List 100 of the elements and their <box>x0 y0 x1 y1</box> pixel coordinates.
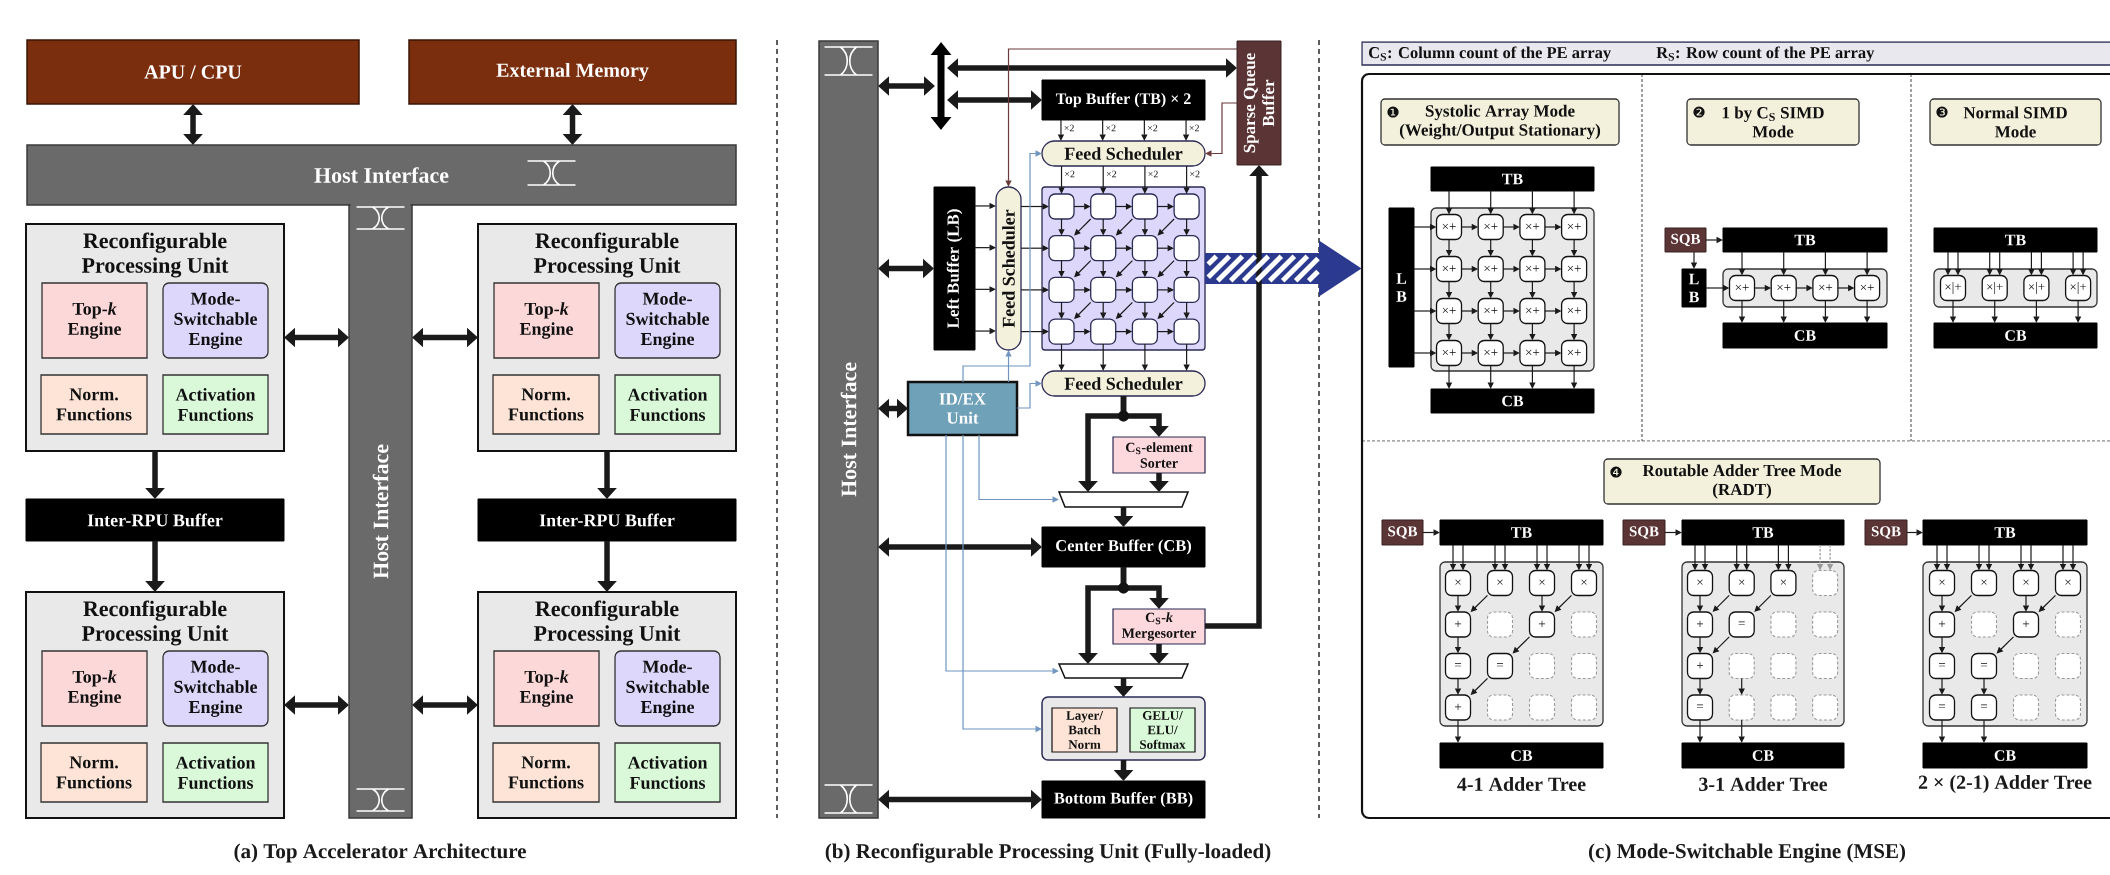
pe-cell: ×+ <box>1560 297 1588 325</box>
buffer-box: SQB <box>1381 519 1424 546</box>
module-box: Activation Functions <box>614 742 721 803</box>
arrow <box>1738 719 1745 743</box>
pe-cell: ×+ <box>1812 274 1839 302</box>
arrow <box>878 398 908 419</box>
pe-cell: ×+ <box>1519 297 1546 325</box>
arrow <box>1712 594 1730 612</box>
pe-cell <box>1048 276 1075 304</box>
module-box: Top-k Engine <box>493 650 600 727</box>
pe-cell: + <box>1528 611 1556 638</box>
tree-caption: 4-1 Adder Tree <box>1457 776 1586 791</box>
arrow <box>1822 299 1829 323</box>
pe-cell: × <box>1928 569 1956 597</box>
empty-pe-cell <box>1770 652 1797 680</box>
arrow <box>1512 636 1531 654</box>
empty-pe-cell <box>1812 652 1839 680</box>
pe-cell: = <box>1728 611 1755 638</box>
module-box: Mode- Switchable Engine <box>162 282 269 359</box>
pe-cell <box>1131 193 1159 220</box>
pe-cell <box>1131 276 1159 304</box>
step-label: ❹ <box>1610 466 1622 478</box>
buffer-box: CB <box>1922 742 2088 769</box>
tree-caption: 3-1 Adder Tree <box>1699 776 1828 791</box>
buffer-box: L B <box>1681 268 1707 308</box>
module-box: Mode- Switchable Engine <box>614 282 721 359</box>
pe-cell: × <box>1486 569 1514 597</box>
empty-pe-cell <box>2054 611 2082 638</box>
arrow <box>1529 364 1536 389</box>
arrow <box>1183 343 1190 371</box>
arrow <box>878 258 934 279</box>
subfigure-caption: (a) Top Accelerator Architecture <box>234 843 526 863</box>
arrow <box>1020 328 1049 335</box>
empty-pe-cell <box>2054 652 2082 680</box>
module-box: Top-k Engine <box>41 650 148 727</box>
arrow <box>284 327 349 348</box>
pe-cell: = <box>1928 694 1956 721</box>
step-label: ❶ <box>1387 106 1399 118</box>
empty-pe-cell <box>1812 611 1839 638</box>
arrow <box>1991 299 1998 323</box>
module-box: Top-k Engine <box>493 282 600 359</box>
module-box: Norm. Functions <box>40 374 148 435</box>
pe-cell: + <box>1444 611 1472 638</box>
edge-label: ×2 <box>1188 170 1201 178</box>
pe-cell: + <box>1686 611 1714 638</box>
empty-pe-cell <box>1812 694 1839 721</box>
pe-cell: ×+ <box>1477 213 1504 241</box>
pe-cell: ×+ <box>1560 213 1588 241</box>
arrow <box>947 90 1042 110</box>
buffer-box: TB <box>1681 519 1845 546</box>
pe-cell <box>1173 276 1200 304</box>
pe-cell: + <box>1928 611 1956 638</box>
module-box: Top-k Engine <box>41 282 148 359</box>
arrow <box>1141 119 1148 141</box>
arrow <box>1664 529 1682 536</box>
arrow <box>962 150 1042 383</box>
empty-pe-cell <box>2012 694 2040 721</box>
pe-cell <box>1173 193 1200 220</box>
pe-cell: ×+ <box>1770 274 1797 302</box>
unit-box: ID/EX Unit <box>906 380 1019 437</box>
pe-cell: ×+ <box>1519 339 1546 367</box>
arrow <box>412 695 478 715</box>
pe-cell <box>1131 318 1159 345</box>
sorter-box: C$_{S}$-k Mergesorter <box>1112 608 1206 645</box>
arrow <box>878 76 935 96</box>
pe-cell: ×+ <box>1435 213 1463 241</box>
empty-pe-cell <box>1770 611 1797 638</box>
arrow <box>1906 529 1923 536</box>
pe-cell: + <box>1444 694 1472 721</box>
pe-cell <box>1090 193 1117 220</box>
pe-cell: ×+ <box>1853 274 1881 302</box>
pe-cell: ×|+ <box>1981 274 2008 302</box>
pe-cell: ×|+ <box>2064 274 2092 302</box>
empty-pe-cell <box>2012 652 2040 680</box>
arrow <box>1058 343 1065 371</box>
arrow <box>1005 350 1012 383</box>
buffer-box: L B <box>1388 207 1415 368</box>
empty-pe-cell <box>1528 694 1556 721</box>
pe-cell: ×|+ <box>2023 274 2050 302</box>
pe-cell: = <box>1486 652 1514 680</box>
pe-cell: × <box>1728 569 1755 597</box>
pe-cell: = <box>1928 652 1956 680</box>
empty-pe-cell <box>1970 611 1998 638</box>
pe-cell: × <box>1444 569 1472 597</box>
buffer-box: SQB <box>1864 519 1908 546</box>
arrow <box>1157 218 1175 236</box>
pe-cell: ×+ <box>1728 274 1756 302</box>
pe-cell <box>1131 235 1159 262</box>
arrow <box>1016 380 1042 409</box>
empty-pe-cell <box>2054 694 2082 721</box>
arrow <box>562 104 583 145</box>
empty-pe-cell <box>1728 652 1755 680</box>
buffer-box: SQB <box>1664 227 1707 253</box>
tree-caption: 2 × (2-1) Adder Tree <box>1918 774 2092 794</box>
pe-cell: ×+ <box>1519 213 1546 241</box>
module-box: Norm. Functions <box>40 742 148 803</box>
pe-cell: = <box>1444 652 1472 680</box>
step-label: ❷ <box>1693 106 1705 118</box>
pe-cell: ×+ <box>1435 255 1463 283</box>
arrow <box>1005 48 1238 187</box>
